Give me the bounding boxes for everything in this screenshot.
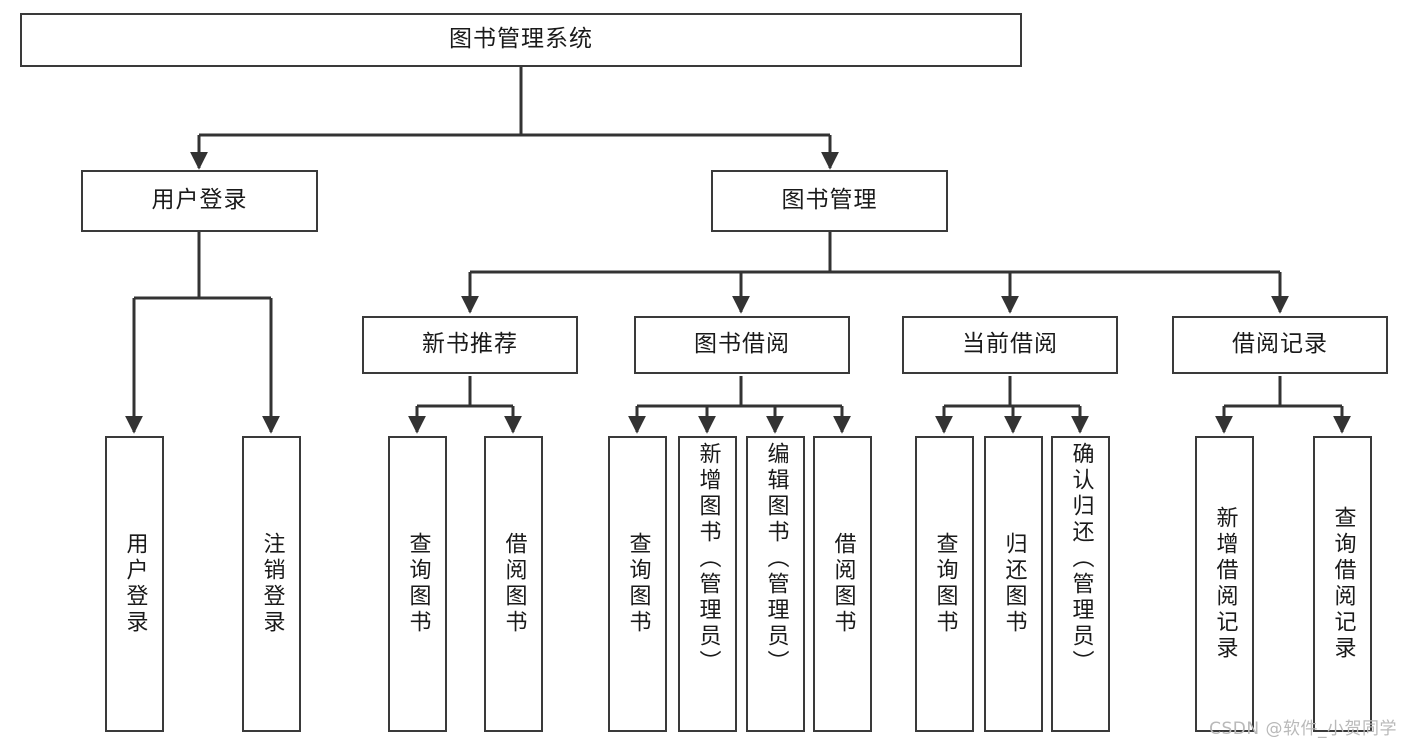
node-current-borrow[interactable]: 当前借阅 — [902, 316, 1118, 374]
node-label: 查询图书 — [405, 532, 431, 636]
leaf-new-book-borrow-book[interactable]: 借阅图书 — [484, 436, 543, 732]
node-new-book-recommend[interactable]: 新书推荐 — [362, 316, 578, 374]
node-label: 注销登录 — [259, 532, 285, 636]
node-user-login[interactable]: 用户登录 — [81, 170, 318, 232]
node-label: 图书管理 — [781, 187, 878, 214]
node-label: 查询借阅记录 — [1330, 506, 1356, 662]
node-label: 图书管理系统 — [449, 26, 593, 53]
leaf-current-borrow-return-book[interactable]: 归还图书 — [984, 436, 1043, 732]
node-label: 新增借阅记录 — [1212, 506, 1238, 662]
node-label: 查询图书 — [932, 532, 958, 636]
leaf-user-login-login[interactable]: 用户登录 — [105, 436, 164, 732]
node-book-management[interactable]: 图书管理 — [711, 170, 948, 232]
leaf-book-borrow-query-book[interactable]: 查询图书 — [608, 436, 667, 732]
leaf-book-borrow-add-book[interactable]: 新增图书（管理员） — [678, 436, 737, 732]
leaf-new-book-query-book[interactable]: 查询图书 — [388, 436, 447, 732]
node-label: 借阅记录 — [1232, 331, 1328, 358]
node-label: 确认归还（管理员） — [1068, 442, 1094, 676]
node-book-borrow[interactable]: 图书借阅 — [634, 316, 850, 374]
node-label: 查询图书 — [625, 532, 651, 636]
leaf-current-borrow-query-book[interactable]: 查询图书 — [915, 436, 974, 732]
node-root-book-management-system[interactable]: 图书管理系统 — [20, 13, 1022, 67]
leaf-borrow-record-add-record[interactable]: 新增借阅记录 — [1195, 436, 1254, 732]
leaf-book-borrow-borrow-book[interactable]: 借阅图书 — [813, 436, 872, 732]
node-label: 新书推荐 — [422, 331, 518, 358]
leaf-borrow-record-query-record[interactable]: 查询借阅记录 — [1313, 436, 1372, 732]
node-borrow-record[interactable]: 借阅记录 — [1172, 316, 1388, 374]
node-label: 用户登录 — [151, 187, 248, 214]
node-label: 借阅图书 — [501, 532, 527, 636]
csdn-watermark: CSDN @软件_小贺同学 — [1209, 719, 1397, 739]
node-label: 新增图书（管理员） — [695, 442, 721, 676]
leaf-current-borrow-confirm-return[interactable]: 确认归还（管理员） — [1051, 436, 1110, 732]
leaf-user-login-logout[interactable]: 注销登录 — [242, 436, 301, 732]
leaf-book-borrow-edit-book[interactable]: 编辑图书（管理员） — [746, 436, 805, 732]
node-label: 借阅图书 — [830, 532, 856, 636]
node-label: 图书借阅 — [694, 331, 790, 358]
node-label: 用户登录 — [122, 532, 148, 636]
node-label: 当前借阅 — [962, 331, 1058, 358]
node-label: 编辑图书（管理员） — [763, 442, 789, 676]
node-label: 归还图书 — [1001, 532, 1027, 636]
